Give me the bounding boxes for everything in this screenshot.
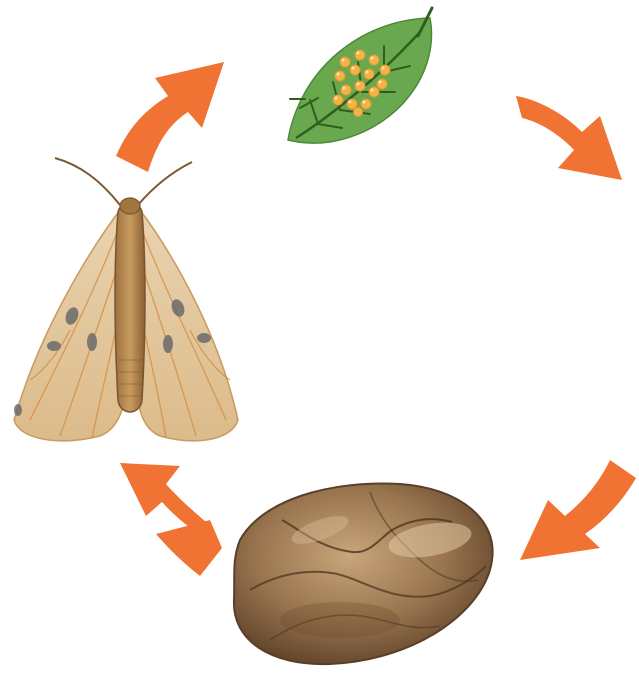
cocoon-icon <box>234 483 493 664</box>
moth-icon <box>14 158 238 441</box>
arrow-up-right-icon <box>116 62 224 172</box>
arrow-left-up-icon <box>120 463 222 576</box>
arrow-right-down-icon <box>516 96 622 180</box>
eggs-on-leaf-icon <box>288 8 432 143</box>
arrow-down-left-icon <box>520 460 636 560</box>
